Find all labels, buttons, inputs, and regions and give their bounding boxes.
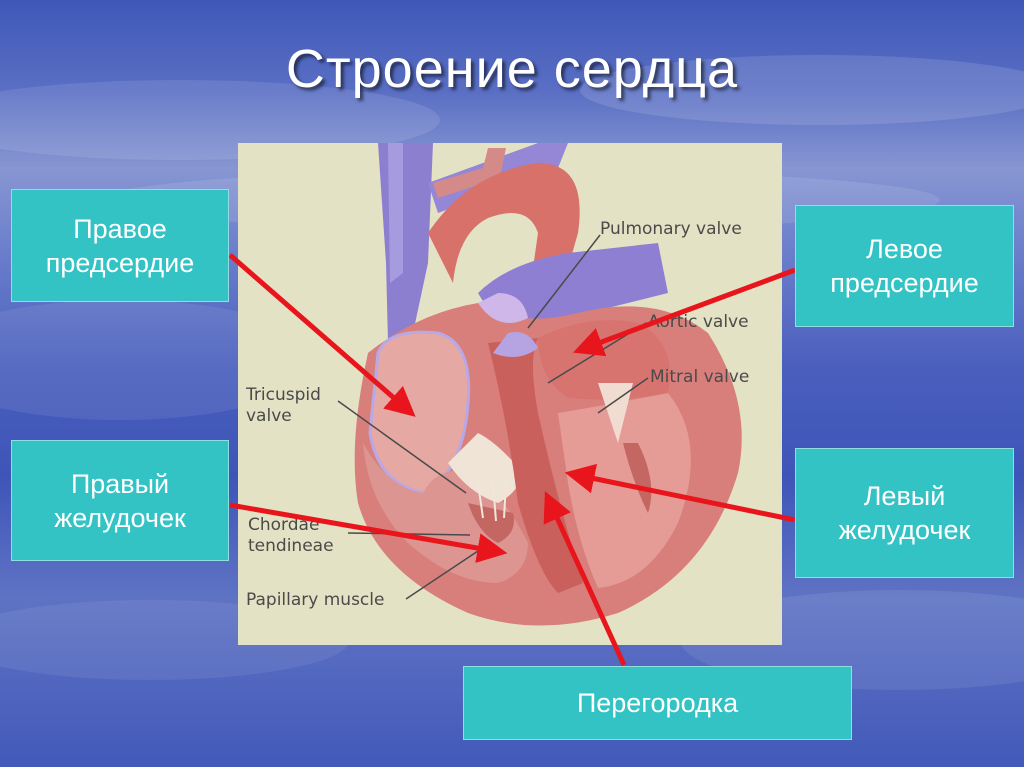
callout-right-ventricle-line-2: желудочек <box>54 502 186 533</box>
label-papillary-muscle: Papillary muscle <box>246 590 385 610</box>
callout-septum-label: Перегородка <box>576 688 739 718</box>
label-chordae-line-1: Chordae <box>248 515 320 535</box>
callout-left-atrium: Левое предсердие <box>795 205 1014 327</box>
label-mitral-valve: Mitral valve <box>650 367 750 387</box>
arrow-septum <box>543 491 627 667</box>
callout-septum: Перегородка <box>463 666 852 740</box>
label-tricuspid-valve: Tricuspid valve <box>246 385 321 427</box>
arrow-right-atrium <box>228 253 416 417</box>
label-tricuspid-line-2: valve <box>246 406 292 426</box>
callout-right-atrium-line-1: Правое <box>73 213 167 244</box>
arrow-right-ventricle <box>229 502 508 563</box>
arrow-left-ventricle <box>564 463 796 523</box>
callout-right-atrium-line-2: предсердие <box>45 247 195 278</box>
label-pulmonary-valve: Pulmonary valve <box>600 219 742 239</box>
callout-left-ventricle-line-1: Левый <box>863 481 946 511</box>
callout-right-atrium: Правое предсердие <box>11 189 229 302</box>
callout-left-ventricle: Левый желудочек <box>795 448 1014 578</box>
label-tricuspid-line-1: Tricuspid <box>246 385 321 405</box>
callout-right-ventricle-line-1: Правый <box>70 468 170 499</box>
label-chordae-tendineae: Chordae tendineae <box>248 515 334 557</box>
callout-right-ventricle: Правый желудочек <box>11 440 229 561</box>
callout-left-ventricle-line-2: желудочек <box>838 515 971 545</box>
callout-left-atrium-line-2: предсердие <box>830 268 979 298</box>
slide-title: Строение сердца <box>285 39 739 99</box>
label-chordae-line-2: tendineae <box>248 536 334 556</box>
arrow-left-atrium <box>572 267 796 357</box>
callout-left-atrium-line-1: Левое <box>866 234 943 264</box>
